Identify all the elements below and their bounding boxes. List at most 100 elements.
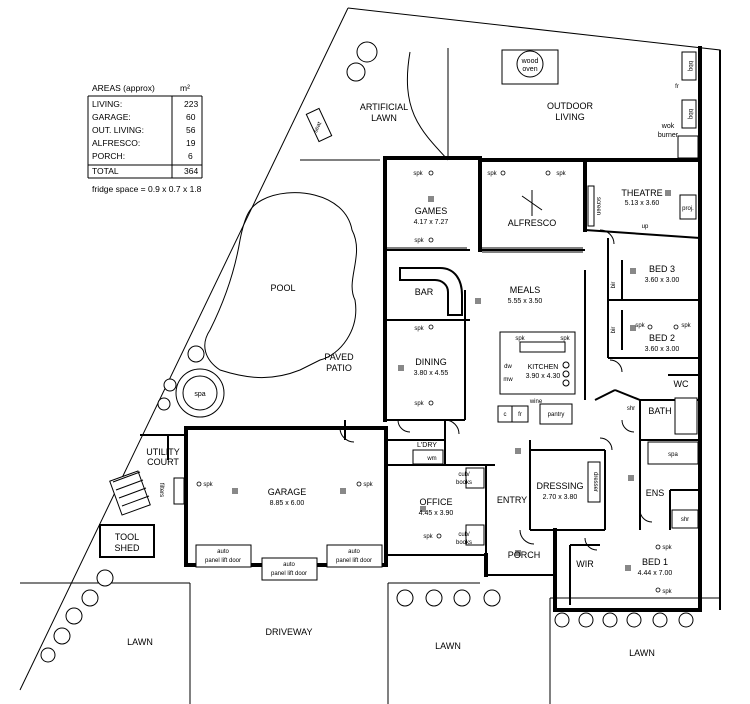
- wc-name: WC: [674, 379, 689, 389]
- spk-label: spk: [423, 534, 433, 540]
- games-name: GAMES: [415, 206, 448, 216]
- games-dims: 4.17 x 7.27: [414, 219, 449, 226]
- spk-label: spk: [635, 323, 645, 329]
- auto-door-label: panel lift door: [271, 571, 307, 577]
- sliding-doors: [387, 247, 583, 253]
- cub-books-label: cub/: [458, 472, 470, 478]
- proj-label: proj.: [682, 206, 694, 212]
- area-row-label: PORCH:: [92, 151, 125, 161]
- utility-court-label: COURT: [147, 457, 179, 467]
- theatre-dims: 5.13 x 3.60: [625, 200, 660, 207]
- garage-name: GARAGE: [268, 487, 307, 497]
- bed1-name: BED 1: [642, 557, 668, 567]
- wood-oven-label: wood: [521, 58, 539, 65]
- spk-label: spk: [413, 171, 423, 177]
- areas-unit: m²: [180, 83, 190, 93]
- tool-shed: [99, 524, 155, 558]
- bed2-name: BED 2: [649, 333, 675, 343]
- meals-name: MEALS: [510, 285, 541, 295]
- spk-label: spk: [414, 326, 424, 332]
- office-dims: 4.45 x 3.90: [419, 510, 454, 517]
- lawn-left-label: LAWN: [127, 637, 153, 647]
- lawn-mid-label: LAWN: [435, 641, 461, 651]
- alfresco-name: ALFRESCO: [508, 218, 557, 228]
- bir-label: bir: [611, 282, 617, 289]
- office-cupboard: [465, 524, 485, 546]
- spk-label: spk: [662, 589, 672, 595]
- fr-label: fr: [518, 412, 522, 418]
- fixture-labels: spk spk spk spk spk spk spk spk spk spk …: [158, 61, 694, 595]
- driveway-label: DRIVEWAY: [265, 627, 312, 637]
- garage-dims: 8.85 x 6.00: [270, 500, 305, 507]
- bath-fixtures: [647, 397, 699, 529]
- artificial-lawn-label: LAWN: [371, 113, 397, 123]
- light-points: [232, 190, 671, 571]
- cub-books-label: cub/: [458, 532, 470, 538]
- outdoor-fixtures: [305, 49, 699, 159]
- wir-name: WIR: [576, 559, 594, 569]
- spk-label: spk: [414, 238, 424, 244]
- area-row-value: 223: [184, 99, 198, 109]
- utility-court-label: UTILITY: [146, 447, 180, 457]
- areas-table: AREAS (approx) m² LIVING: 223 GARAGE: 60…: [87, 83, 203, 194]
- screen-label: screen: [595, 197, 601, 215]
- entry-name: ENTRY: [497, 495, 527, 505]
- area-total-label: TOTAL: [92, 166, 119, 176]
- dressing-name: DRESSING: [536, 481, 583, 491]
- area-row-value: 6: [188, 151, 193, 161]
- bbq-label: bbq: [687, 109, 693, 119]
- wok-burner-label: burner: [658, 132, 679, 139]
- spk-label: spk: [560, 336, 570, 342]
- filters: [109, 470, 185, 516]
- wine-label: wine: [529, 399, 543, 405]
- shr-label: shr: [681, 517, 689, 523]
- spa-bath-label: spa: [668, 452, 678, 458]
- tool-shed-label: SHED: [114, 543, 140, 553]
- outdoor-living-label: LIVING: [555, 112, 585, 122]
- kitchen-dims: 3.90 x 4.30: [526, 373, 561, 380]
- area-row-value: 56: [186, 125, 196, 135]
- theatre-name: THEATRE: [621, 188, 662, 198]
- door-swings: [339, 229, 653, 551]
- kitchen-island: [497, 331, 576, 425]
- spk-label: spk: [363, 482, 373, 488]
- area-row-label: GARAGE:: [92, 112, 131, 122]
- area-row-label: ALFRESCO:: [92, 138, 140, 148]
- dressing-dims: 2.70 x 3.80: [543, 494, 578, 501]
- up-label: up: [642, 224, 649, 230]
- paved-patio-label: PATIO: [326, 363, 352, 373]
- wok-burner-label: wok: [661, 123, 675, 130]
- spk-label: spk: [414, 401, 424, 407]
- dining-name: DINING: [415, 357, 447, 367]
- bed3-dims: 3.60 x 3.00: [645, 277, 680, 284]
- bed1-dims: 4.44 x 7.00: [638, 570, 673, 577]
- area-row-label: LIVING:: [92, 99, 122, 109]
- auto-door-label: auto: [217, 549, 229, 555]
- garage-doors: auto panel lift door auto panel lift doo…: [195, 544, 383, 581]
- filters-label: filters: [158, 483, 164, 497]
- office-cupboard: [465, 467, 485, 489]
- porch-name: PORCH: [508, 550, 541, 560]
- artificial-lawn-label: ARTIFICIAL: [360, 102, 408, 112]
- pantry-label: pantry: [548, 412, 565, 418]
- bbq-label: bbq: [687, 61, 693, 71]
- speakers: [196, 170, 679, 593]
- trees: [40, 41, 694, 663]
- mw-label: mw: [503, 377, 513, 383]
- bar-counter: [399, 267, 463, 316]
- area-row-value: 19: [186, 138, 196, 148]
- office-name: OFFICE: [420, 497, 453, 507]
- auto-door-label: auto: [283, 562, 295, 568]
- spk-label: spk: [487, 171, 497, 177]
- theatre-equipment: [587, 185, 697, 227]
- dining-dims: 3.80 x 4.55: [414, 370, 449, 377]
- pool-label: POOL: [270, 283, 295, 293]
- outdoor-labels: ARTIFICIAL LAWN OUTDOOR LIVING wood oven…: [114, 58, 678, 658]
- spk-label: spk: [203, 482, 213, 488]
- wm-label: wm: [426, 456, 436, 462]
- kitchen-name: KITCHEN: [528, 364, 559, 371]
- house-walls: [184, 156, 702, 612]
- bar-name: BAR: [415, 287, 434, 297]
- bed2-dims: 3.60 x 3.00: [645, 346, 680, 353]
